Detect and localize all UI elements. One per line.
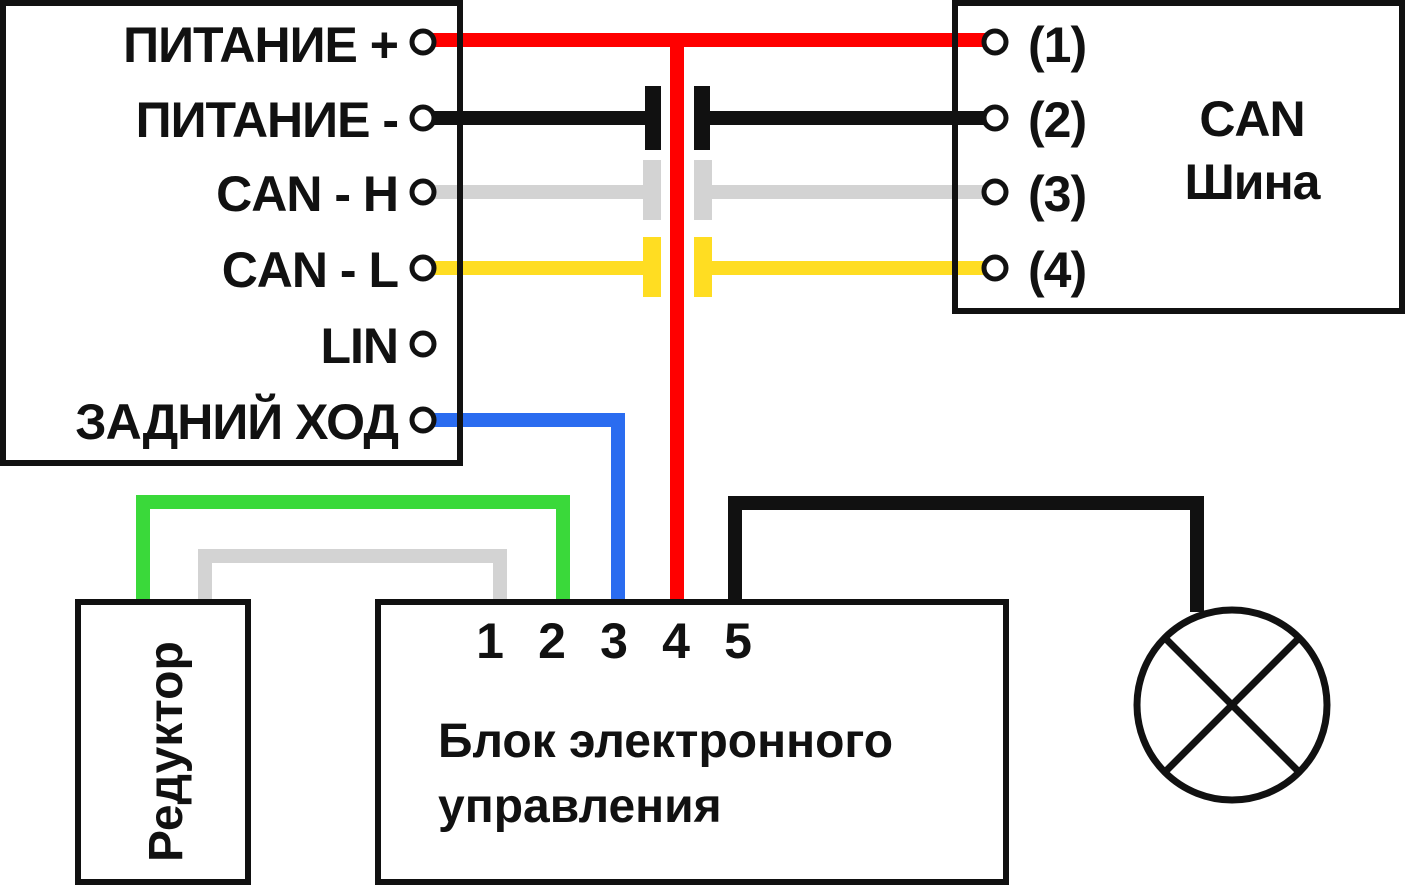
can-terminal-label-1: (1) bbox=[1028, 17, 1086, 73]
can-terminal-2 bbox=[981, 104, 1009, 132]
ecu-pin-4: 4 bbox=[662, 613, 690, 669]
ecu-pin-2: 2 bbox=[538, 613, 566, 669]
wire-power-minus-cap-left bbox=[645, 86, 661, 150]
can-terminal-4 bbox=[981, 254, 1009, 282]
ecu-pin-1: 1 bbox=[476, 613, 504, 669]
can-terminal-label-3: (3) bbox=[1028, 166, 1086, 222]
control-module-box bbox=[0, 0, 463, 466]
wire-can-l-cap-left bbox=[643, 237, 661, 297]
can-bus-title-line1: CAN bbox=[1199, 91, 1304, 147]
reducer-label: Редуктор bbox=[140, 641, 193, 862]
terminal-power-plus bbox=[409, 28, 437, 56]
terminal-power-minus bbox=[409, 104, 437, 132]
can-terminal-label-4: (4) bbox=[1028, 242, 1086, 298]
pin-label-power-minus: ПИТАНИЕ - bbox=[136, 92, 398, 148]
wire-can-l-cap-right bbox=[694, 237, 712, 297]
terminal-reverse bbox=[409, 406, 437, 434]
wire-reducer-gray bbox=[198, 549, 507, 602]
ecu-title-line2: управления bbox=[438, 780, 722, 833]
pin-label-lin: LIN bbox=[320, 318, 398, 374]
can-terminal-label-2: (2) bbox=[1028, 92, 1086, 148]
wire-reducer-green bbox=[136, 495, 570, 602]
ecu-title-line1: Блок электронного bbox=[438, 715, 893, 768]
can-terminal-1 bbox=[981, 28, 1009, 56]
can-bus-box bbox=[952, 0, 1405, 314]
pin-label-can-h: CAN - H bbox=[216, 166, 398, 222]
wire-power-minus-cap-right bbox=[694, 86, 710, 150]
ecu-pin-3: 3 bbox=[600, 613, 628, 669]
reducer-box bbox=[75, 599, 251, 885]
ecu-box bbox=[375, 599, 1009, 885]
wire-reverse bbox=[428, 413, 625, 602]
wire-lamp bbox=[728, 496, 1204, 612]
pin-label-power-plus: ПИТАНИЕ + bbox=[123, 17, 398, 73]
ecu-pin-5: 5 bbox=[724, 613, 752, 669]
terminal-can-h bbox=[409, 178, 437, 206]
can-bus-title-line2: Шина bbox=[1185, 154, 1322, 210]
pin-label-can-l: CAN - L bbox=[222, 242, 398, 298]
lamp-icon bbox=[1133, 606, 1331, 804]
can-terminal-3 bbox=[981, 178, 1009, 206]
pin-label-reverse: ЗАДНИЙ ХОД bbox=[75, 393, 398, 450]
terminal-lin bbox=[409, 330, 437, 358]
terminal-can-l bbox=[409, 254, 437, 282]
wire-can-h-cap-left bbox=[643, 160, 661, 220]
wire-can-h-cap-right bbox=[694, 160, 712, 220]
